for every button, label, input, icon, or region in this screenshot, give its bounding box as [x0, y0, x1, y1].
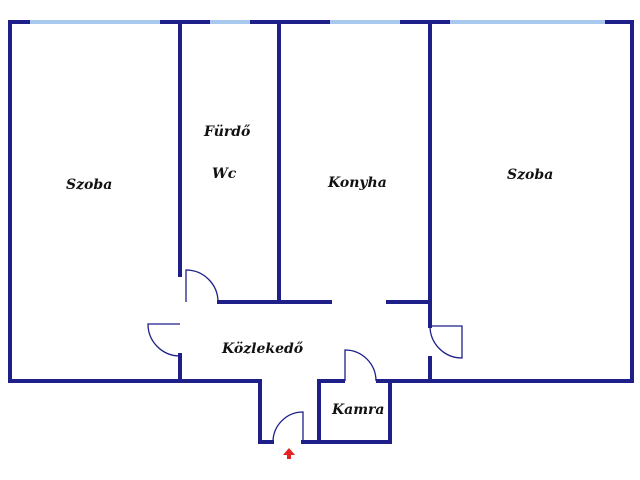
door-furdo	[185, 269, 219, 303]
entrance-marker	[283, 448, 295, 459]
room-label-kozlekedo: Közlekedő	[221, 341, 304, 357]
room-label-szoba-left: Szoba	[66, 177, 112, 193]
room-label-szoba-right: Szoba	[507, 167, 553, 183]
room-label-wc: Wc	[212, 166, 237, 182]
red-up-arrow-icon	[283, 448, 295, 459]
room-label-konyha: Konyha	[327, 175, 387, 191]
door-szoba-left	[147, 323, 181, 357]
door-kamra	[344, 349, 377, 382]
door-entrance	[272, 411, 304, 443]
doors	[147, 269, 463, 443]
room-label-furdo: Fürdő	[203, 124, 251, 140]
room-label-kamra: Kamra	[331, 402, 385, 418]
walls	[8, 20, 634, 444]
room-labels: Szoba Fürdő Wc Konyha Szoba Közlekedő Ka…	[66, 124, 553, 418]
door-szoba-right	[429, 325, 463, 359]
